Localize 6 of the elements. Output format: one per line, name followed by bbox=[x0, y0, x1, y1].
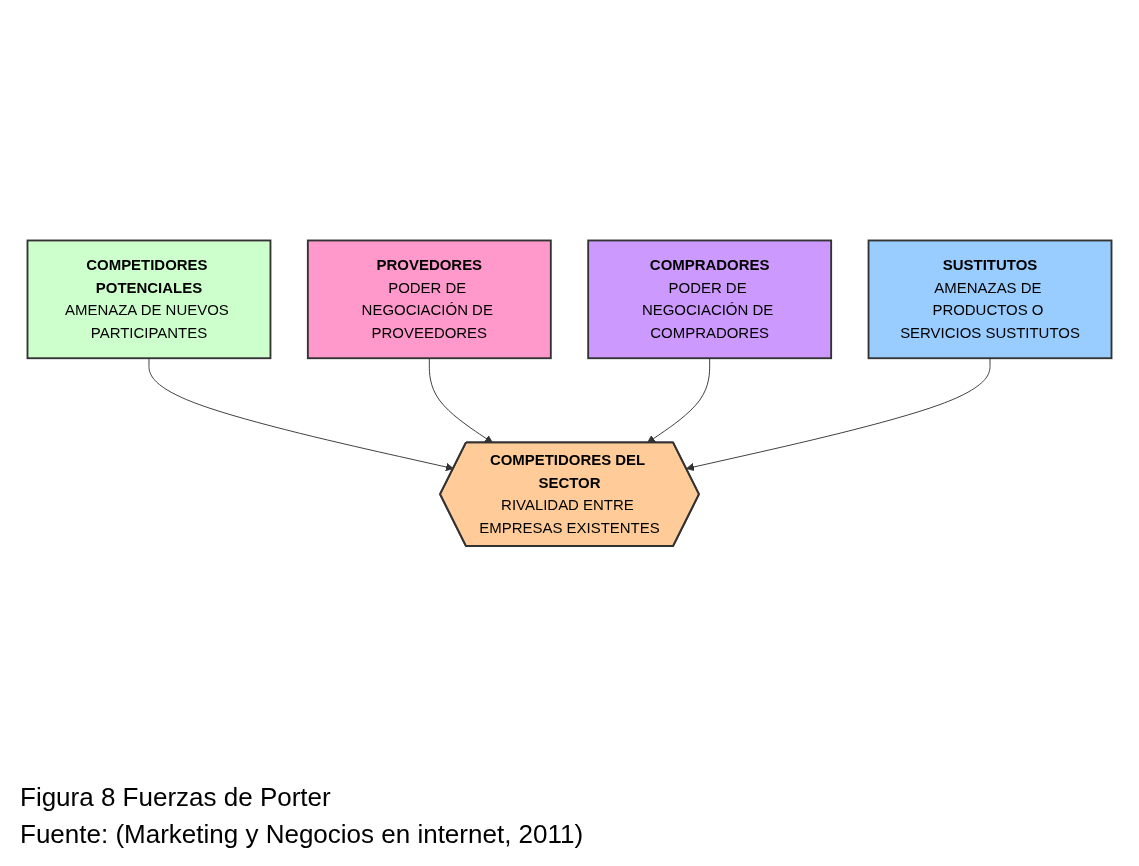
node-box: SUSTITUTOS AMENAZAS DE PRODUCTOS O SERVICIOS SUSTITUTOS bbox=[867, 239, 1113, 359]
node-box: COMPETIDORES POTENCIALES AMENAZA DE NUEVOS PARTICIPANTES bbox=[26, 239, 272, 359]
node-box: PROVEDORES PODER DE NEGOCIACIÓN DE PROVEEDORES bbox=[306, 239, 552, 359]
node-box: COMPRADORES PODER DE NEGOCIACIÓN DE COMPRADORES bbox=[587, 239, 833, 359]
source-note: Fuente: (Marketing y Negocios en internet, 2011) bbox=[20, 819, 585, 850]
figure-caption: Figura 8 Fuerzas de Porter bbox=[20, 782, 332, 813]
